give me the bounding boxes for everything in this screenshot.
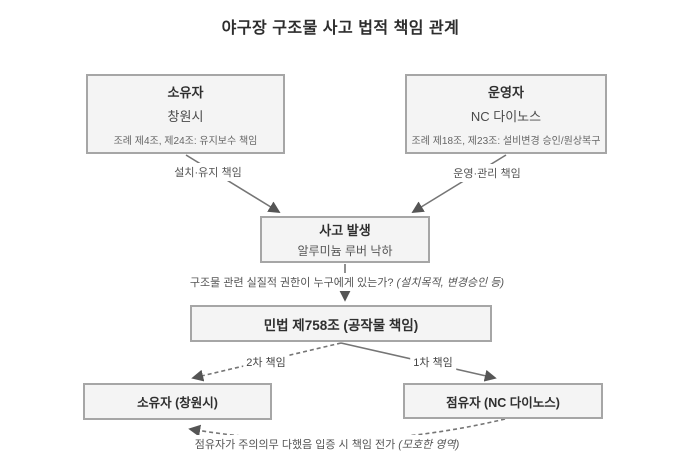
diagram-title: 야구장 구조물 사고 법적 책임 관계 [221,20,460,37]
node-operator-detail: 조례 제18조, 제23조: 설비변경 승인/원상복구 [411,135,601,147]
node-owner: 소유자 창원시 조례 제4조, 제24조: 유지보수 책임 [86,74,285,154]
node-possessor-result: 점유자 (NC 다이노스) [403,383,603,419]
node-owner-detail: 조례 제4조, 제24조: 유지보수 책임 [113,135,258,147]
edge-label-transfer-text: 점유자가 주의의무 다했음 입증 시 책임 전가 [194,439,396,451]
node-operator-title: 운영자 [488,84,524,100]
node-operator: 운영자 NC 다이노스 조례 제18조, 제23조: 설비변경 승인/원상복구 [405,74,607,154]
edge-label-secondary: 2차 책임 [243,353,289,371]
node-accident-title: 사고 발생 [319,223,371,238]
edge-label-question-note: (설치목적, 변경승인 등) [396,277,505,289]
edge-label-transfer: 점유자가 주의의무 다했음 입증 시 책임 전가(모호한 영역) [191,435,463,453]
edge-label-question-text: 구조물 관련 실질적 권한이 누구에게 있는가? [189,277,394,289]
edge-label-question: 구조물 관련 실질적 권한이 누구에게 있는가?(설치목적, 변경승인 등) [186,273,508,291]
node-owner-title: 소유자 [167,84,204,100]
node-law-title: 민법 제758조 (공작물 책임) [263,317,419,333]
edge-label-primary: 1차 책임 [410,353,456,371]
node-operator-subtitle: NC 다이노스 [470,108,542,124]
node-owner-result: 소유자 (창원시) [83,383,272,420]
edge-label-operate-manage: 운영·관리 책임 [450,164,524,182]
node-owner-subtitle: 창원시 [167,108,204,124]
node-law: 민법 제758조 (공작물 책임) [190,305,492,342]
edge-label-transfer-note: (모호한 영역) [398,439,460,451]
node-possessor-result-title: 점유자 (NC 다이노스) [446,395,560,410]
node-accident-subtitle: 알루미늄 루버 낙하 [297,244,393,258]
node-owner-result-title: 소유자 (창원시) [137,396,218,410]
node-accident: 사고 발생 알루미늄 루버 낙하 [260,216,430,263]
edge-label-install-maintain: 설치·유지 책임 [171,163,245,181]
